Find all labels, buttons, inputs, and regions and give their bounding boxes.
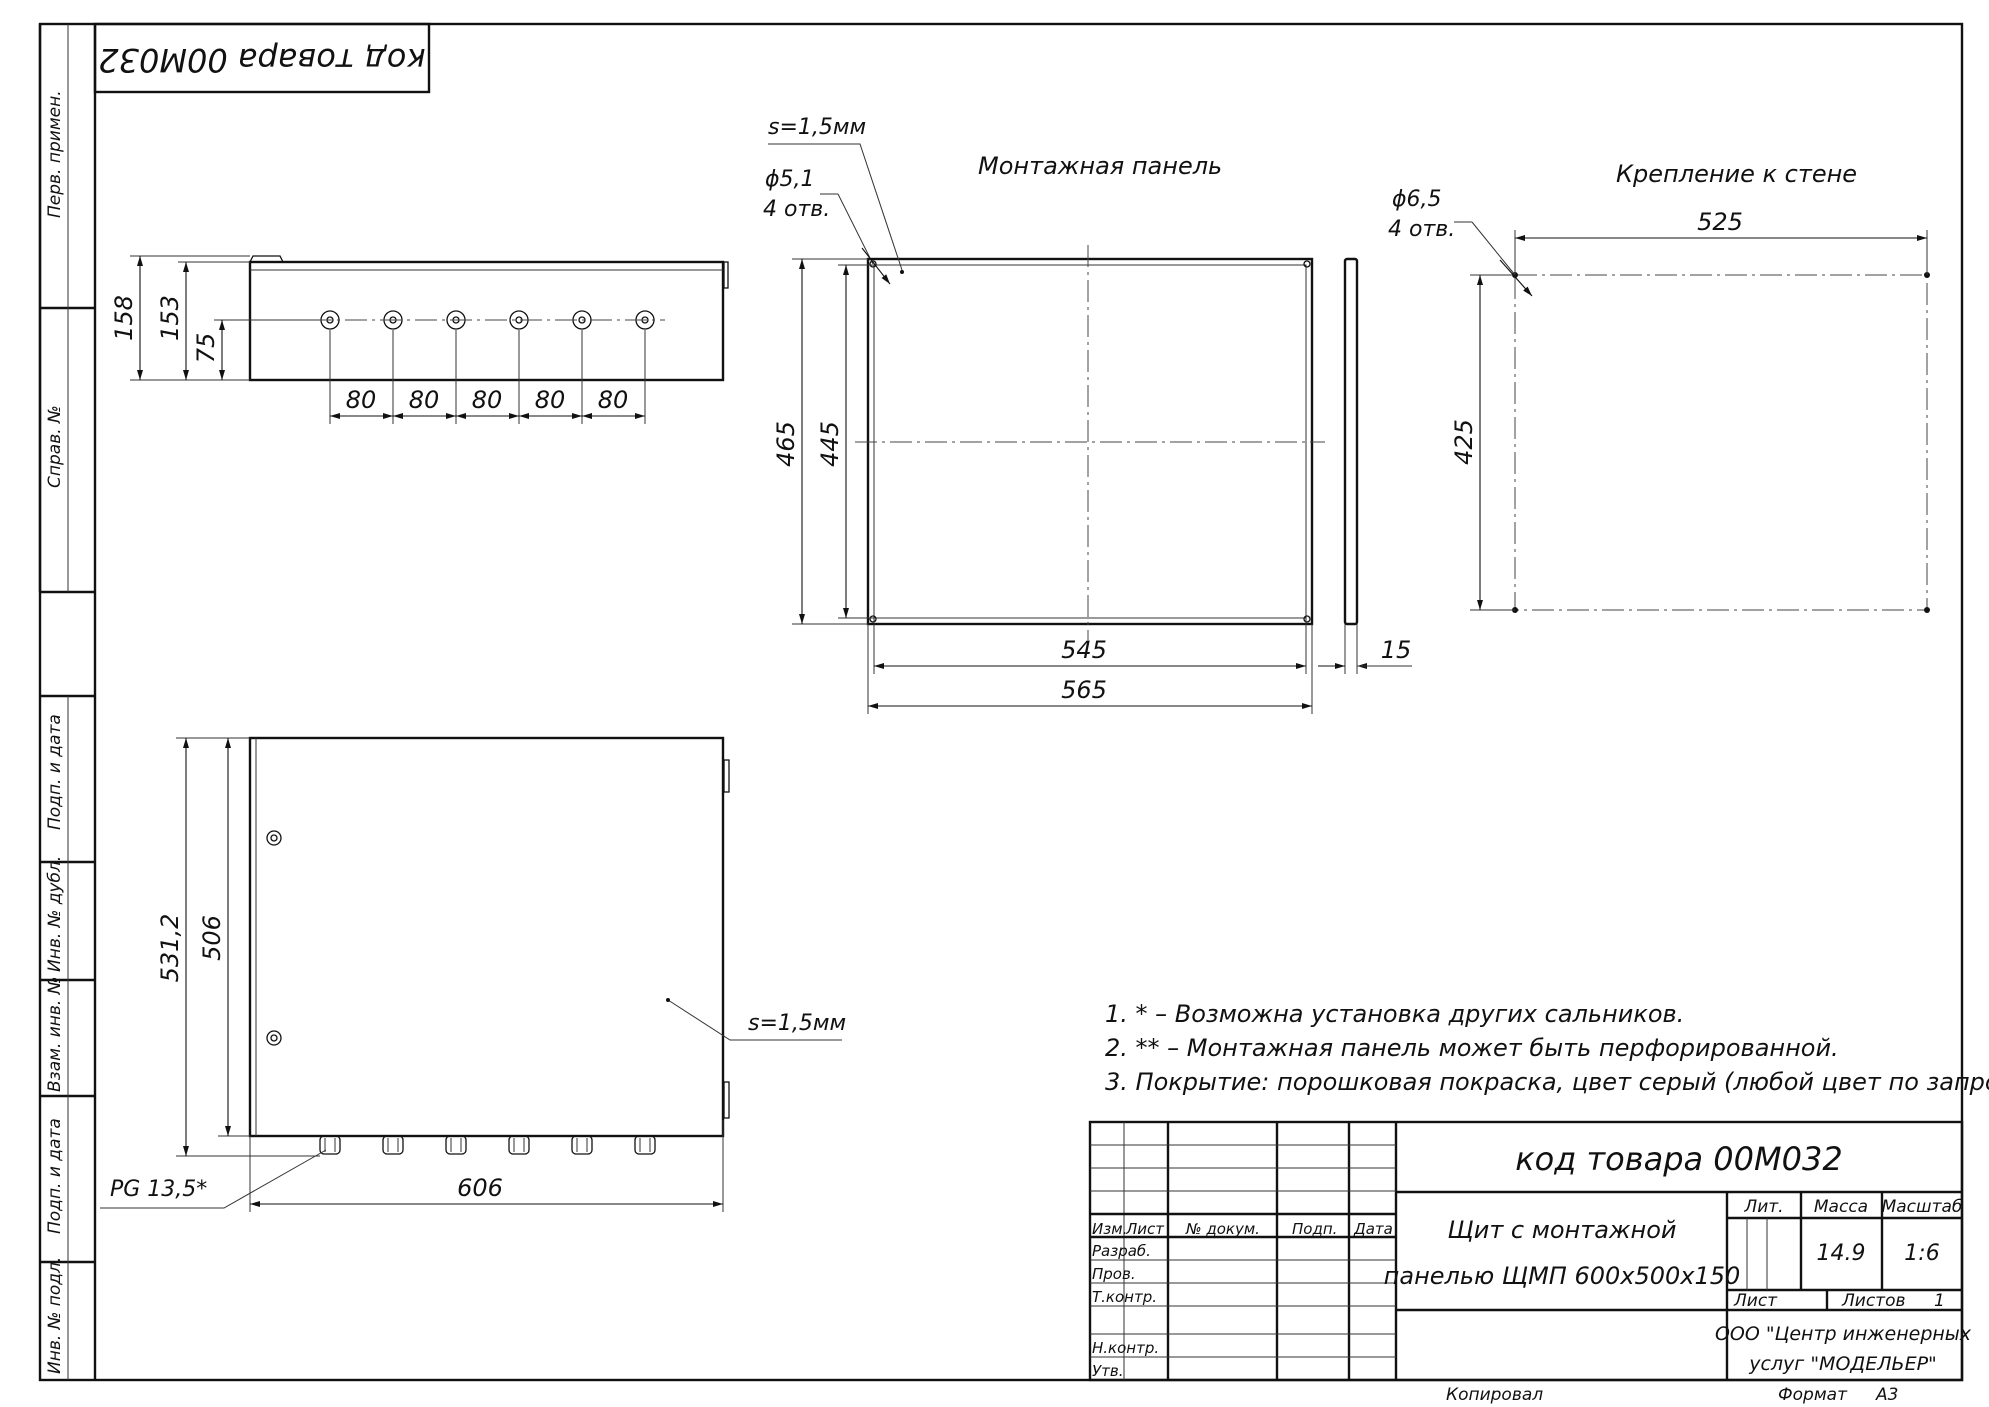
dim-153: 153 — [156, 295, 184, 341]
dim-pitch-3: 80 — [472, 386, 503, 414]
panel-hole-icon — [1303, 260, 1311, 268]
dim-606: 606 — [457, 1174, 503, 1202]
strip-sprav: Справ. № — [45, 405, 65, 488]
strip-vzam-inv: Взам. инв. № — [45, 977, 65, 1092]
cable-gland-row — [319, 1135, 656, 1155]
tb-razrab: Разраб. — [1092, 1242, 1151, 1260]
dim-pitch-2: 80 — [409, 386, 440, 414]
side-strip: Перв. примен. Справ. № Подп. и дата Инв.… — [38, 24, 95, 1380]
tb-podp: Подп. — [1292, 1220, 1337, 1238]
tb-org-line2: услуг "МОДЕЛЬЕР" — [1748, 1353, 1937, 1375]
dim-425: 425 — [1450, 419, 1478, 465]
notes: 1. * – Возможна установка других сальник… — [1105, 1000, 1989, 1096]
dim-158: 158 — [110, 295, 138, 341]
footer-kopiroval: Копировал — [1446, 1385, 1543, 1405]
wall-hole-dia: ϕ6,5 — [1392, 187, 1442, 212]
panel-title: Монтажная панель — [978, 152, 1222, 180]
note-2: 2. ** – Монтажная панель может быть перф… — [1105, 1034, 1839, 1062]
dim-525: 525 — [1697, 208, 1743, 236]
sheet-footer: Копировал Формат А3 — [1446, 1385, 1898, 1405]
tb-name-line2: панелью ЩМП 600х500х150 — [1384, 1262, 1741, 1290]
lock-icon — [266, 830, 282, 846]
wall-hole-count: 4 отв. — [1388, 217, 1455, 242]
dim-75: 75 — [192, 333, 220, 364]
top-view: 158 153 75 80 80 80 80 80 — [110, 255, 729, 424]
tb-nkontr: Н.контр. — [1092, 1339, 1159, 1357]
tb-izm: Изм. — [1092, 1220, 1127, 1238]
dim-545: 545 — [1061, 636, 1107, 664]
panel-view: Монтажная панель 465 445 545 565 — [763, 115, 1412, 714]
tb-n-dokum: № докум. — [1185, 1220, 1260, 1238]
tb-utv: Утв. — [1092, 1362, 1124, 1380]
tb-scale-value: 1:6 — [1904, 1241, 1939, 1266]
dim-445: 445 — [816, 421, 844, 467]
tb-lit: Лит. — [1743, 1197, 1783, 1217]
panel-hole-icon — [869, 260, 877, 268]
panel-hole-icon — [1303, 615, 1311, 623]
dim-pitch-1: 80 — [346, 386, 377, 414]
tb-listov-value: 1 — [1934, 1291, 1945, 1311]
strip-inv-dubl: Инв. № дубл. — [45, 856, 65, 972]
tb-massa-value: 14.9 — [1817, 1241, 1866, 1266]
dim-506: 506 — [198, 915, 226, 961]
strip-perv-primen: Перв. примен. — [45, 90, 65, 218]
tb-prov: Пров. — [1092, 1265, 1136, 1283]
tb-masshtab: Масштаб — [1882, 1197, 1963, 1217]
footer-format: Формат — [1778, 1385, 1848, 1405]
tb-data: Дата — [1353, 1220, 1393, 1238]
lock-icon — [266, 1030, 282, 1046]
panel-hole-count: 4 отв. — [763, 197, 830, 222]
sheet-frame — [38, 22, 1964, 1382]
dim-531-2: 531,2 — [156, 914, 184, 983]
dim-pitch-4: 80 — [535, 386, 566, 414]
gland-label: PG 13,5* — [110, 1177, 207, 1202]
dim-465: 465 — [772, 421, 800, 467]
tb-tkontr: Т.контр. — [1092, 1288, 1157, 1306]
strip-podp-data-1: Подп. и дата — [45, 714, 65, 830]
tb-org-line1: ООО "Центр инженерных — [1715, 1323, 1972, 1345]
front-thickness: s=1,5мм — [748, 1011, 846, 1036]
strip-podp-data-2: Подп. и дата — [45, 1118, 65, 1234]
wall-view: Крепление к стене 525 425 ϕ6,5 4 отв. — [1388, 160, 1930, 613]
strip-inv-podl: Инв. № подл. — [45, 1257, 65, 1374]
tb-code: код товара 00М032 — [1515, 1140, 1842, 1178]
note-1: 1. * – Возможна установка других сальник… — [1105, 1000, 1684, 1028]
front-view: 531,2 506 606 PG 13,5* s=1,5мм — [100, 736, 846, 1212]
stamp-mirrored-text: код товара 00М032 — [98, 41, 425, 79]
wall-title: Крепление к стене — [1616, 160, 1857, 188]
panel-thickness: s=1,5мм — [768, 115, 866, 140]
wall-hole-icon — [1924, 607, 1930, 613]
tb-massa: Масса — [1814, 1197, 1868, 1217]
tb-list2: Лист — [1733, 1291, 1778, 1311]
mirrored-code-stamp: код товара 00М032 — [93, 22, 431, 94]
tb-name-line1: Щит с монтажной — [1447, 1216, 1676, 1244]
footer-format-value: А3 — [1875, 1385, 1898, 1405]
tb-list: Лист — [1125, 1220, 1165, 1238]
dim-565: 565 — [1061, 676, 1107, 704]
dim-pitch-5: 80 — [598, 386, 629, 414]
dim-15: 15 — [1381, 636, 1412, 664]
title-block: Изм. Лист № докум. Подп. Дата Разраб. Пр… — [1088, 1120, 1972, 1382]
panel-hole-icon — [869, 615, 877, 623]
note-3: 3. Покрытие: порошковая покраска, цвет с… — [1105, 1068, 1989, 1096]
panel-hole-dia: ϕ5,1 — [765, 167, 815, 192]
tb-listov: Листов — [1841, 1291, 1906, 1311]
